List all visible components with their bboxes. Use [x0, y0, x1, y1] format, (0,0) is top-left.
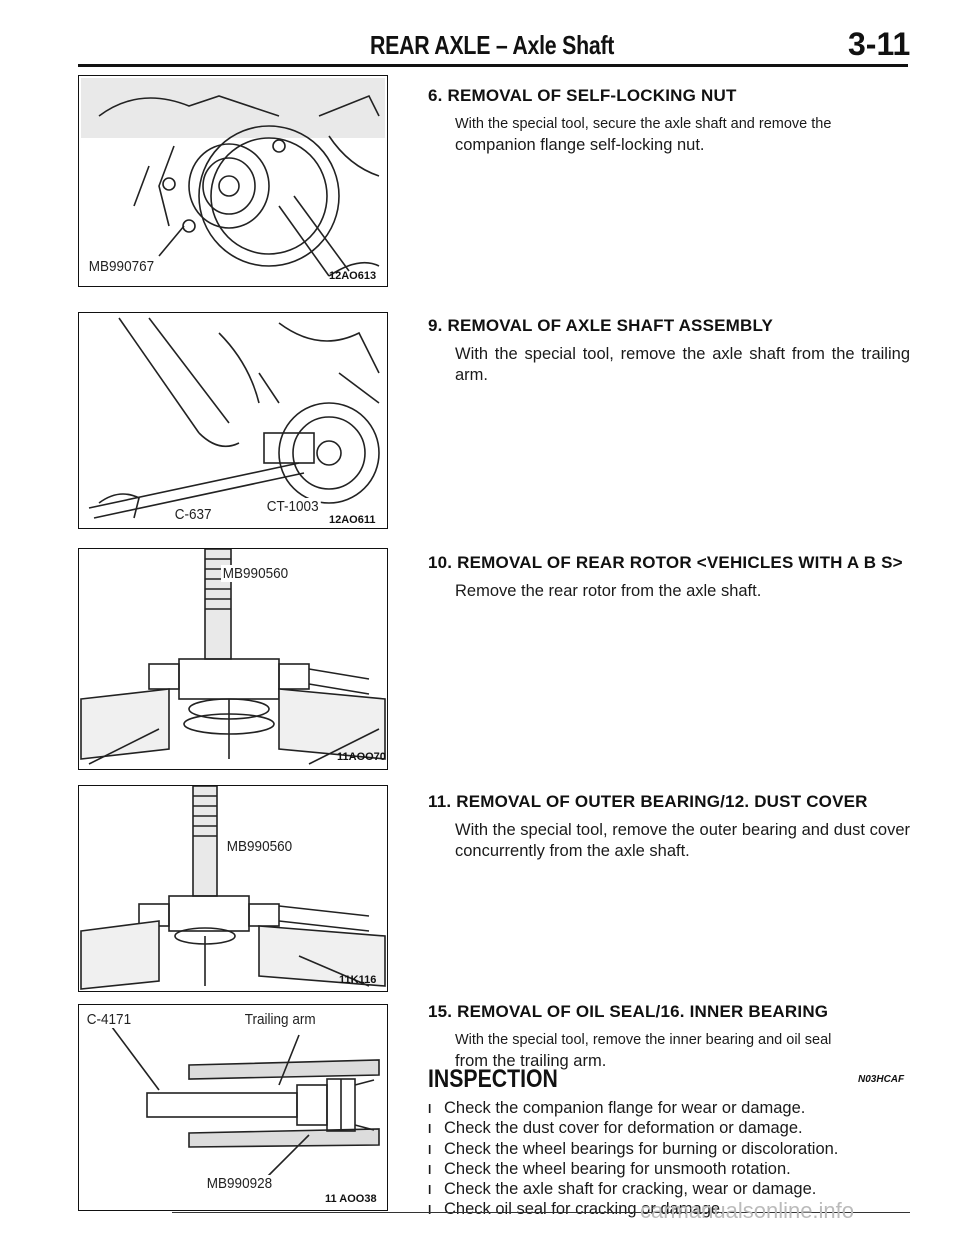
section-oil-seal-inner-bearing: 15. REMOVAL OF OIL SEAL/16. INNER BEARIN… [428, 1002, 908, 1072]
inspection-code: N03HCAF [858, 1074, 905, 1085]
list-item: l Check the wheel bearing for unsmooth ro… [428, 1160, 838, 1180]
tool-label: MB990767 [87, 258, 156, 275]
figure-inner-bearing-removal: C-4171 Trailing arm MB990928 11 AOO38 [78, 1004, 388, 1211]
figure-outer-bearing-removal: MB990560 11K116 [78, 785, 388, 992]
list-item: l Check the axle shaft for cracking, wear… [428, 1180, 838, 1200]
section-body: With the special tool, secure the axle s… [455, 116, 832, 132]
section-rear-rotor: 10. REMOVAL OF REAR ROTOR <VEHICLES WITH… [428, 553, 908, 602]
section-body: With the special tool, remove the outer … [455, 821, 910, 860]
section-title: 10. REMOVAL OF REAR ROTOR <VEHICLES WITH… [428, 553, 903, 572]
section-body: companion flange self-locking nut. [455, 136, 705, 154]
header-rule [78, 64, 908, 67]
list-item: l Check the wheel bearings for burning or… [428, 1140, 838, 1160]
section-axle-shaft-assembly: 9. REMOVAL OF AXLE SHAFT ASSEMBLY With t… [428, 316, 910, 386]
footer-rule [172, 1212, 910, 1213]
figure-code: 12AO611 [329, 514, 376, 526]
list-item-text: Check oil seal for cracking or damage. [444, 1200, 725, 1219]
figure-code: 11AOO70 [337, 751, 386, 763]
list-item: l Check the dust cover for deformation or… [428, 1119, 838, 1139]
section-title: 11. REMOVAL OF OUTER BEARING/12. DUST CO… [428, 792, 868, 811]
list-item: l Check the companion flange for wear or … [428, 1099, 838, 1119]
inspection-title: INSPECTION [428, 1065, 558, 1093]
section-title: 6. REMOVAL OF SELF-LOCKING NUT [428, 86, 737, 105]
list-item-text: Check the wheel bearings for burning or … [444, 1139, 839, 1158]
bullet-icon: l [428, 1142, 432, 1157]
list-item-text: Check the axle shaft for cracking, wear … [444, 1180, 817, 1199]
bullet-icon: l [428, 1122, 432, 1137]
bullet-icon: l [428, 1102, 432, 1116]
section-title: 9. REMOVAL OF AXLE SHAFT ASSEMBLY [428, 316, 774, 335]
tool-label: MB990928 [205, 1175, 274, 1192]
list-item-text: Check the companion flange for wear or d… [444, 1099, 806, 1117]
section-body: Remove the rear rotor from the axle shaf… [455, 582, 762, 600]
list-item-text: Check the wheel bearing for unsmooth rot… [444, 1159, 791, 1178]
illustration-trailing-arm [108, 1022, 380, 1181]
bullet-icon: l [428, 1203, 432, 1218]
part-label: Trailing arm [243, 1011, 318, 1028]
section-body: With the special tool, remove the inner … [455, 1032, 832, 1048]
figure-code: 11K116 [339, 974, 377, 986]
page-title: REAR AXLE – Axle Shaft [370, 30, 615, 60]
bullet-icon: l [428, 1162, 432, 1177]
tool-label: C-4171 [85, 1011, 133, 1028]
tool-label: MB990560 [221, 565, 290, 582]
tool-label: CT-1003 [265, 498, 321, 515]
list-item-text: Check the dust cover for deformation or … [444, 1119, 803, 1138]
figure-rear-rotor-removal: MB990560 11AOO70 [78, 548, 388, 770]
bullet-icon: l [428, 1183, 432, 1198]
illustration-flange-holder [81, 78, 385, 277]
tool-label: MB990560 [225, 838, 294, 855]
list-item: l Check oil seal for cracking or damage. [428, 1200, 838, 1220]
figure-code: 12AO613 [329, 270, 377, 282]
tool-label: C-637 [173, 506, 214, 523]
section-body: With the special tool, remove the axle s… [455, 345, 910, 384]
page-number: 3-11 [848, 26, 911, 62]
illustration-axle-puller [88, 317, 380, 519]
figure-axle-shaft-removal: C-637 CT-1003 12AO611 [78, 312, 388, 529]
figure-code: 11 AOO38 [325, 1193, 377, 1205]
illustration-rotor-press [80, 549, 386, 765]
watermark: carmanualsonline.info [640, 1198, 855, 1223]
figure-self-locking-nut: MB990767 12AO613 [78, 75, 388, 287]
section-body: from the trailing arm. [455, 1052, 607, 1070]
illustration-bearing-press [80, 786, 386, 990]
section-self-locking-nut: 6. REMOVAL OF SELF-LOCKING NUT With the … [428, 86, 908, 156]
section-outer-bearing-dust-cover: 11. REMOVAL OF OUTER BEARING/12. DUST CO… [428, 792, 910, 862]
inspection-list: l Check the companion flange for wear or … [428, 1099, 838, 1221]
section-title: 15. REMOVAL OF OIL SEAL/16. INNER BEARIN… [428, 1002, 829, 1021]
